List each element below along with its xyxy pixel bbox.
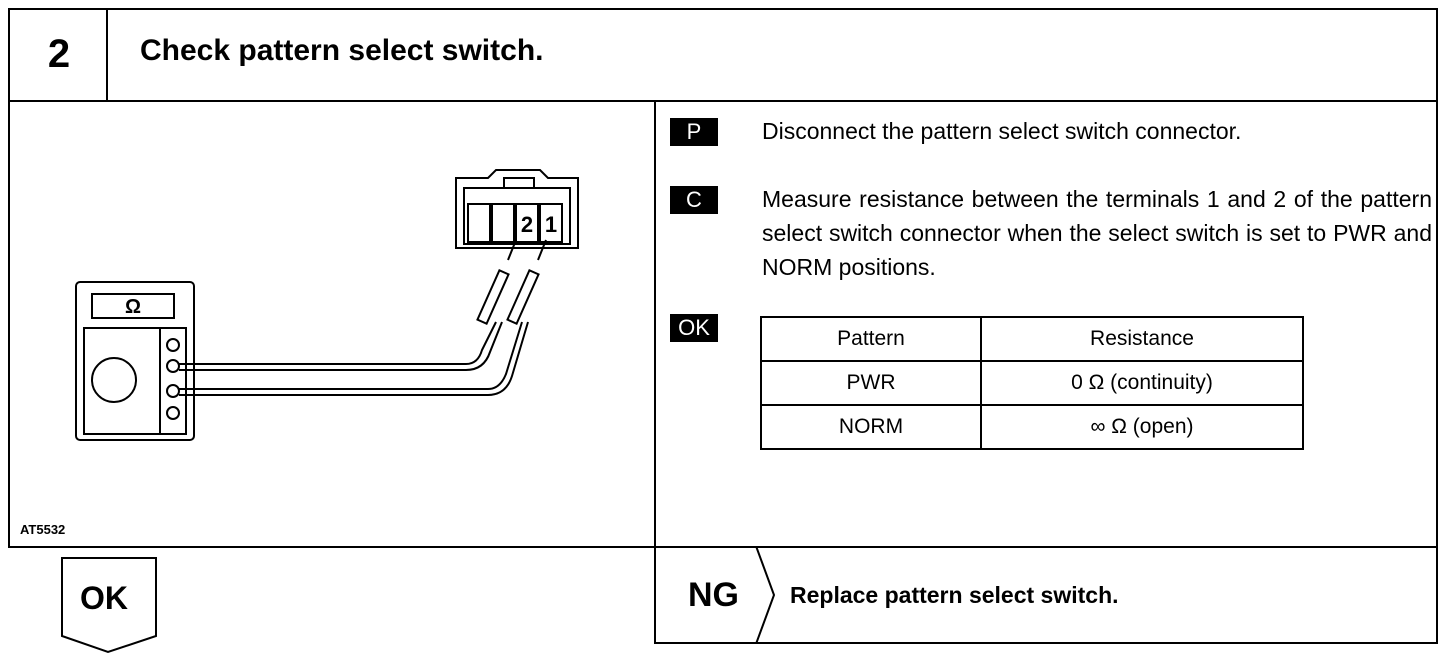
step-number: 2 (47, 31, 71, 76)
ng-chevron-icon (755, 546, 776, 644)
table-header: Pattern (760, 316, 982, 362)
switch-connector-icon (455, 169, 579, 249)
ohm-symbol: Ω (125, 296, 141, 318)
table-cell: 0 Ω (continuity) (980, 360, 1304, 406)
table-header-row: Pattern Resistance (760, 316, 1304, 362)
table-row: PWR 0 Ω (continuity) (760, 360, 1304, 406)
resistance-table: Pattern Resistance PWR 0 Ω (continuity) … (760, 316, 1304, 450)
step-title: Check pattern select switch. (140, 34, 544, 67)
multimeter-connector-illustration: Ω 2 1 (75, 169, 579, 441)
multimeter-icon (75, 239, 547, 441)
table-cell: NORM (760, 404, 982, 450)
table-cell: PWR (760, 360, 982, 406)
figure-id: AT5532 (20, 522, 66, 537)
ok-arrow-icon (61, 557, 157, 654)
ok-result-tag: OK (670, 314, 718, 342)
step-p-text: Disconnect the pattern select switch con… (762, 118, 1242, 144)
figure-panel (8, 100, 656, 548)
ng-action-text: Replace pattern select switch. (790, 582, 1119, 608)
procedure-tag-p: P (670, 118, 718, 146)
step-c-text: Measure resistance between the terminals… (762, 186, 1432, 280)
procedure-tag-c: C (670, 186, 718, 214)
table-header: Resistance (980, 316, 1304, 362)
ng-outcome-label: NG (688, 576, 739, 614)
terminal-1-label: 1 (545, 212, 557, 237)
table-row: NORM ∞ Ω (open) (760, 404, 1304, 450)
ng-outcome-box (654, 546, 1438, 644)
table-cell: ∞ Ω (open) (980, 404, 1304, 450)
terminal-2-label: 2 (521, 212, 533, 237)
ok-outcome-label: OK (80, 580, 128, 616)
step-number-divider (8, 8, 108, 102)
